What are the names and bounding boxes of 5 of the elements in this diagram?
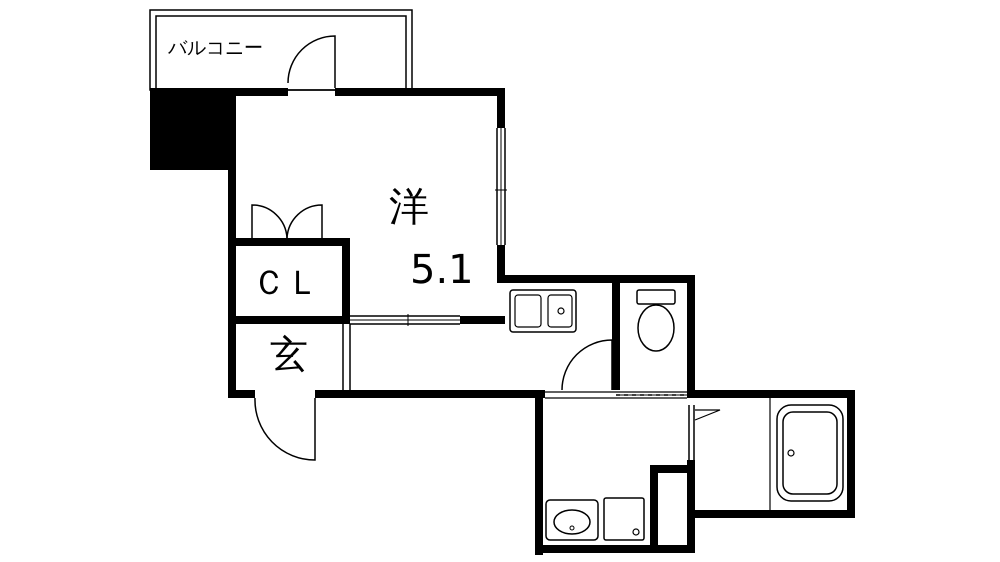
balcony-label: バルコニー bbox=[168, 39, 263, 58]
room-label: 洋 bbox=[389, 187, 429, 227]
entrance-label: 玄 bbox=[270, 335, 308, 373]
room-size-label: 5.1 bbox=[410, 250, 474, 290]
closet-label: ＣＬ bbox=[252, 266, 320, 300]
